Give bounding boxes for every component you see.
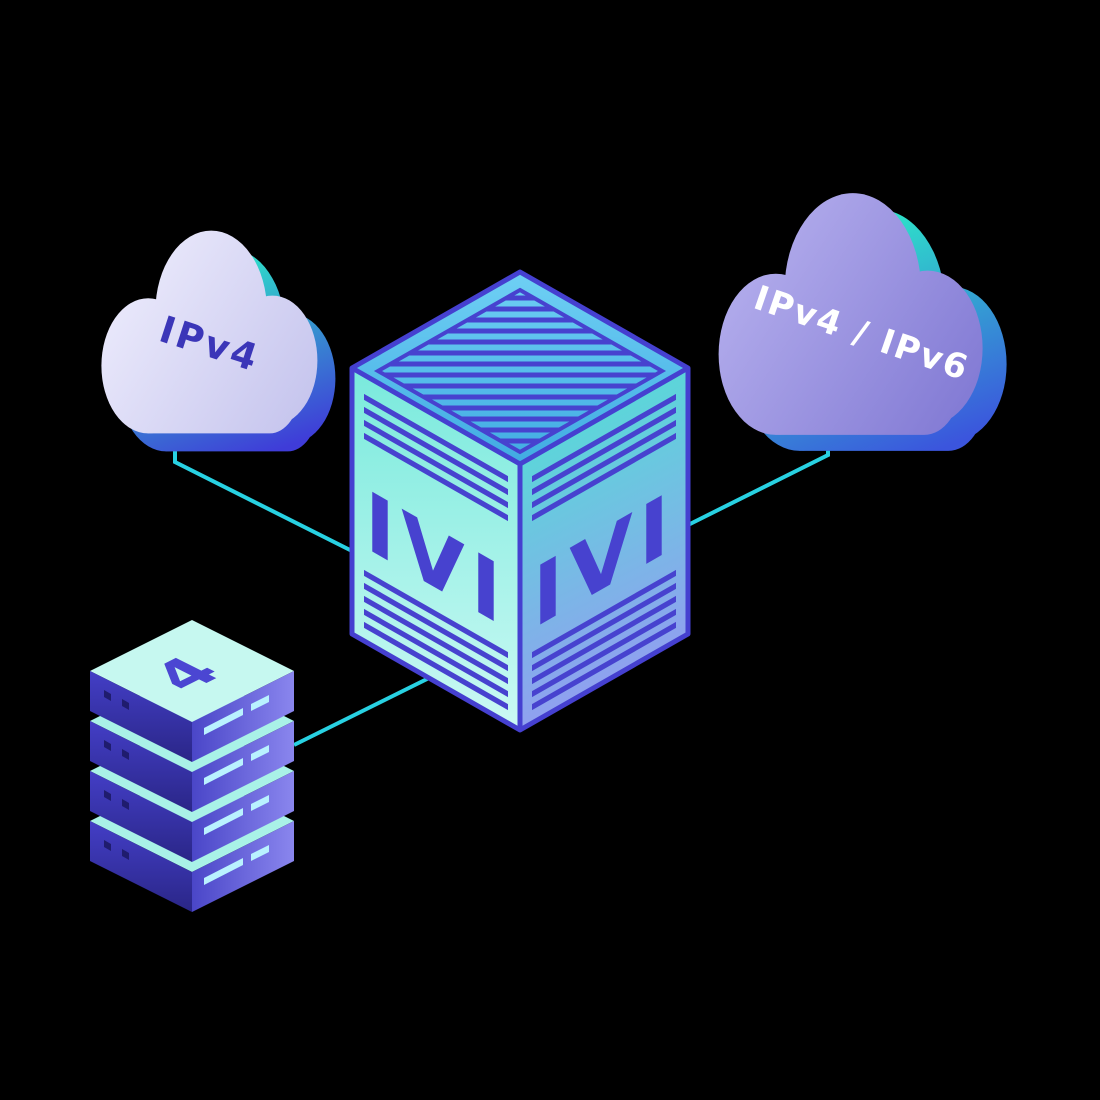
face-stripes-top xyxy=(364,393,508,522)
connector-server-stack xyxy=(293,676,430,747)
face-stripes-bottom xyxy=(364,569,508,711)
face-stripes-top xyxy=(532,393,676,522)
dual-stack-cloud: IPv4 / IPv6 xyxy=(718,193,1007,451)
face-stripes-bottom xyxy=(532,569,676,711)
cube-outline xyxy=(349,269,691,733)
translator-box: IVI IVI xyxy=(349,269,691,733)
ipv4-cloud: IPv4 xyxy=(101,230,336,452)
cube-inner-edges xyxy=(350,365,690,730)
cube-top-stripes xyxy=(378,295,662,444)
server-stack: 4 xyxy=(90,620,294,912)
